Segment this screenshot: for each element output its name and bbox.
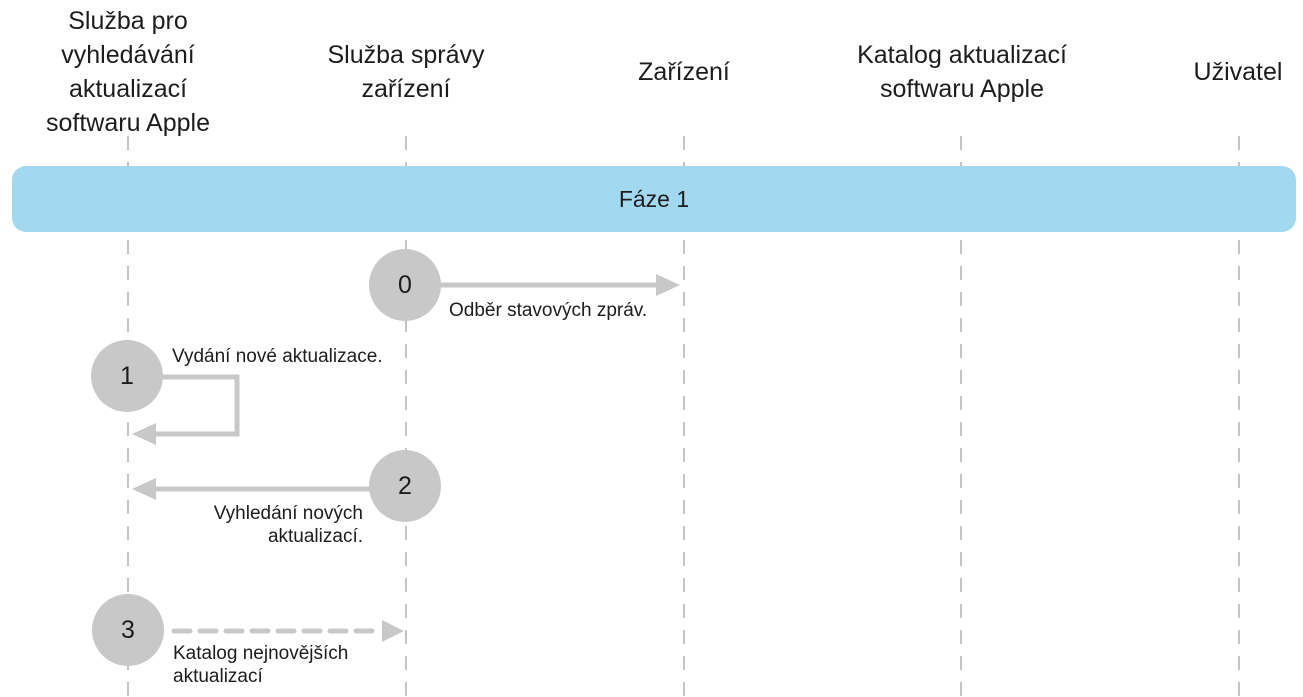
step-badge-2: 2 <box>369 450 441 522</box>
lifeline-header-asus: Služba pro vyhledávání aktualizací softw… <box>46 7 210 137</box>
arrow-step-3 <box>171 620 404 642</box>
arrow-step-1 <box>132 374 240 445</box>
lifeline-header-mdm: Služba správy zařízení <box>327 41 485 103</box>
lifeline-header-device: Zařízení <box>638 58 730 86</box>
step-badge-1: 1 <box>91 340 163 412</box>
step-label-0: Odběr stavových zpráv. <box>449 300 648 321</box>
arrow-step-2 <box>132 478 372 500</box>
step-label-2: Vyhledání nových aktualizací. <box>213 503 363 547</box>
step-label-3: Katalog nejnovějších aktualizací <box>173 643 349 687</box>
lifeline-header-user: Uživatel <box>1193 58 1283 86</box>
phase-label: Fáze 1 <box>618 185 690 212</box>
step-label-1: Vydání nové aktualizace. <box>172 346 383 367</box>
arrow-step-0 <box>440 274 680 296</box>
step-badge-3: 3 <box>92 594 164 666</box>
lifeline-header-catalog: Katalog aktualizací softwaru Apple <box>857 41 1067 103</box>
step-badge-0: 0 <box>369 249 441 321</box>
phase-bar: Fáze 1 <box>12 166 1296 232</box>
